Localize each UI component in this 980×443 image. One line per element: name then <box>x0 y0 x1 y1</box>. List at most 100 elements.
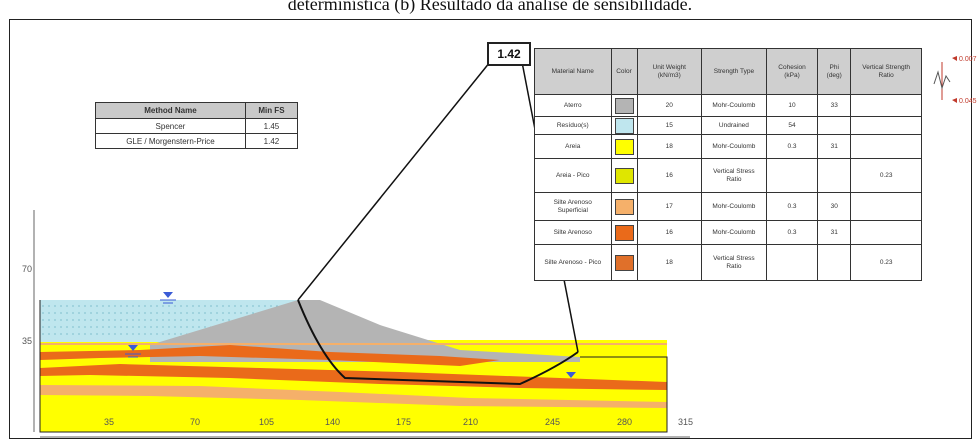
unit-weight-cell: 18 <box>636 244 703 281</box>
table-row: Silte Arenoso 16 Mohr-Coulomb 0.3 31 <box>534 220 922 245</box>
color-swatch <box>614 97 634 114</box>
cohesion-cell: 10 <box>765 94 819 117</box>
color-swatch <box>614 117 634 134</box>
material-name-cell: Resíduo(s) <box>534 116 612 135</box>
method-name-cell: GLE / Morgenstern-Price <box>95 133 246 149</box>
phi-cell: 33 <box>817 94 852 117</box>
phi-cell: 31 <box>817 134 852 159</box>
table-row: Areia 18 Mohr-Coulomb 0.3 31 <box>534 134 922 159</box>
factor-of-safety-label: 1.42 <box>487 42 531 66</box>
materials-header-row: Material Name Color Unit Weight (kN/m3) … <box>534 48 922 95</box>
color-swatch <box>614 138 634 155</box>
color-cell <box>610 116 638 135</box>
table-row: Areia - Pico 16 Vertical Stress Ratio 0.… <box>534 158 922 193</box>
unit-weight-cell: 15 <box>636 116 703 135</box>
table-row: Aterro 20 Mohr-Coulomb 10 33 <box>534 94 922 117</box>
header-phi: Phi (deg) <box>817 48 852 95</box>
color-cell <box>610 192 638 221</box>
water-table-marker-lower <box>125 345 141 358</box>
x-tick-label: 70 <box>190 417 200 427</box>
method-name-cell: Spencer <box>95 118 246 134</box>
unit-weight-cell: 20 <box>636 94 703 117</box>
y-tick-label: 70 <box>22 264 32 274</box>
water-table-marker-right <box>566 372 576 378</box>
y-tick-label: 35 <box>22 336 32 346</box>
header-cohesion: Cohesion (kPa) <box>765 48 819 95</box>
x-tick-label: 245 <box>545 417 560 427</box>
water-table-marker-upper <box>160 292 176 304</box>
header-min-fs: Min FS <box>244 102 299 119</box>
ratio-cell: 0.23 <box>850 244 922 281</box>
material-name-cell: Areia - Pico <box>534 158 612 193</box>
ratio-cell <box>850 94 922 117</box>
unit-weight-cell: 18 <box>636 134 703 159</box>
materials-table: Material Name Color Unit Weight (kN/m3) … <box>534 48 922 281</box>
silt-lens-lower <box>40 385 667 408</box>
x-tick-label: 175 <box>396 417 411 427</box>
unit-weight-cell: 16 <box>636 220 703 245</box>
sensitivity-legend-glyph <box>933 56 957 103</box>
color-cell <box>610 94 638 117</box>
x-tick-label: 315 <box>678 417 693 427</box>
phi-cell: 31 <box>817 220 852 245</box>
cohesion-cell: 0.3 <box>765 220 819 245</box>
phi-cell <box>817 158 852 193</box>
figure-caption: determinística (b) Resultado da análise … <box>287 0 693 14</box>
color-swatch <box>614 254 634 271</box>
min-fs-cell: 1.45 <box>244 118 299 134</box>
table-row: Spencer 1.45 <box>95 118 299 134</box>
phi-cell <box>817 116 852 135</box>
color-cell <box>610 158 638 193</box>
header-unit-weight: Unit Weight (kN/m3) <box>636 48 703 95</box>
ratio-cell <box>850 116 922 135</box>
fs-pointer-left <box>297 61 491 301</box>
methods-header-row: Method Name Min FS <box>95 102 299 119</box>
strength-type-cell: Mohr-Coulomb <box>701 134 767 159</box>
cohesion-cell <box>765 244 819 281</box>
table-row: GLE / Morgenstern-Price 1.42 <box>95 133 299 149</box>
min-fs-cell: 1.42 <box>244 133 299 149</box>
phi-cell: 30 <box>817 192 852 221</box>
material-name-cell: Silte Arenoso <box>534 220 612 245</box>
strength-type-cell: Vertical Stress Ratio <box>701 244 767 281</box>
color-cell <box>610 134 638 159</box>
strength-type-cell: Mohr-Coulomb <box>701 192 767 221</box>
silt-lens-upper <box>40 345 500 366</box>
color-swatch <box>614 198 634 215</box>
header-material-name: Material Name <box>534 48 612 95</box>
strength-type-cell: Mohr-Coulomb <box>701 94 767 117</box>
critical-slip-surface <box>297 299 579 386</box>
ratio-cell <box>850 220 922 245</box>
fill-embankment <box>150 300 580 362</box>
table-row: Silte Arenoso - Pico 18 Vertical Stress … <box>534 244 922 281</box>
material-name-cell: Silte Arenoso Superficial <box>534 192 612 221</box>
header-method-name: Method Name <box>95 102 246 119</box>
strength-type-cell: Mohr-Coulomb <box>701 220 767 245</box>
unit-weight-cell: 17 <box>636 192 703 221</box>
strength-type-cell: Undrained <box>701 116 767 135</box>
cohesion-cell: 0.3 <box>765 134 819 159</box>
x-tick-label: 210 <box>463 417 478 427</box>
color-swatch <box>614 224 634 241</box>
methods-table: Method Name Min FS Spencer 1.45 GLE / Mo… <box>95 102 299 149</box>
header-vertical-strength-ratio: Vertical Strength Ratio <box>850 48 922 95</box>
x-tick-label: 105 <box>259 417 274 427</box>
model-boundary <box>39 300 668 433</box>
color-swatch <box>614 167 634 184</box>
material-name-cell: Aterro <box>534 94 612 117</box>
x-tick-label: 35 <box>104 417 114 427</box>
table-row: Silte Arenoso Superficial 17 Mohr-Coulom… <box>534 192 922 221</box>
header-color: Color <box>610 48 638 95</box>
x-tick-label: 140 <box>325 417 340 427</box>
unit-weight-cell: 16 <box>636 158 703 193</box>
cohesion-cell: 54 <box>765 116 819 135</box>
cohesion-cell <box>765 158 819 193</box>
header-strength-type: Strength Type <box>701 48 767 95</box>
material-name-cell: Areia <box>534 134 612 159</box>
ratio-cell <box>850 192 922 221</box>
cohesion-cell: 0.3 <box>765 192 819 221</box>
strength-type-cell: Vertical Stress Ratio <box>701 158 767 193</box>
ratio-cell: 0.23 <box>850 158 922 193</box>
color-cell <box>610 220 638 245</box>
